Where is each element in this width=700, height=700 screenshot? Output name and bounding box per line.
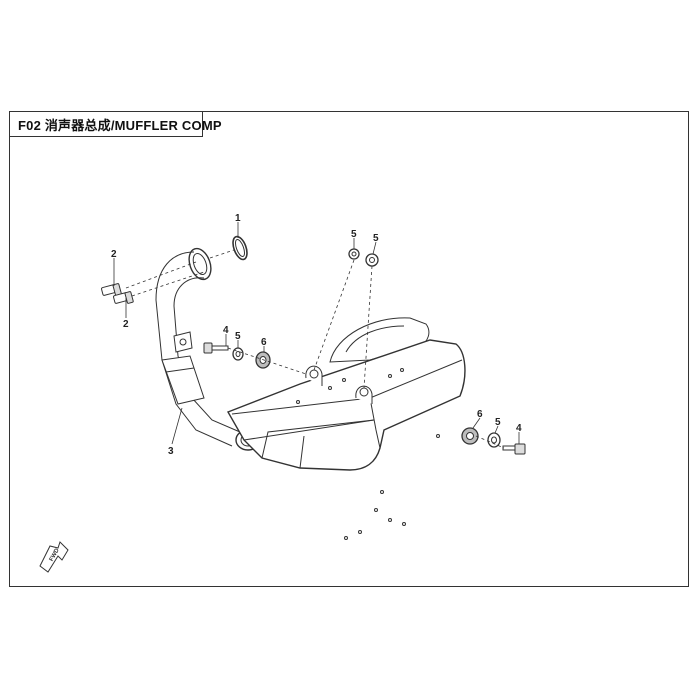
callout-4-left: 4	[223, 325, 229, 336]
callout-5-right: 5	[495, 417, 501, 428]
bolt-right	[502, 443, 526, 455]
callout-6-right: 6	[477, 409, 483, 420]
callout-5-top-b: 5	[373, 233, 379, 244]
callout-3: 3	[168, 446, 174, 457]
stud-bolt-upper	[101, 283, 122, 296]
washer-top-b	[365, 253, 379, 267]
callout-6-left: 6	[261, 337, 267, 348]
callout-4-right: 4	[516, 423, 522, 434]
callout-2-lower: 2	[123, 319, 129, 330]
drawing-frame	[9, 111, 689, 587]
stud-bolt-lower	[113, 291, 134, 304]
callout-1: 1	[235, 213, 241, 224]
forward-arrow-icon: FWD	[39, 541, 69, 573]
bolt-left	[203, 342, 229, 354]
callout-5-left: 5	[235, 331, 241, 342]
callout-5-top-a: 5	[351, 229, 357, 240]
gasket-ring	[232, 235, 248, 261]
title-box	[9, 111, 203, 137]
washer-top-a	[348, 248, 360, 260]
washer-right	[487, 432, 501, 448]
muffler-body	[226, 317, 466, 540]
callout-2-upper: 2	[111, 249, 117, 260]
page-title: F02 消声器总成/MUFFLER COMP	[18, 118, 222, 133]
assembly-guide-lines	[125, 249, 505, 449]
grommet-right	[461, 427, 479, 445]
callout-leaders	[113, 222, 520, 445]
